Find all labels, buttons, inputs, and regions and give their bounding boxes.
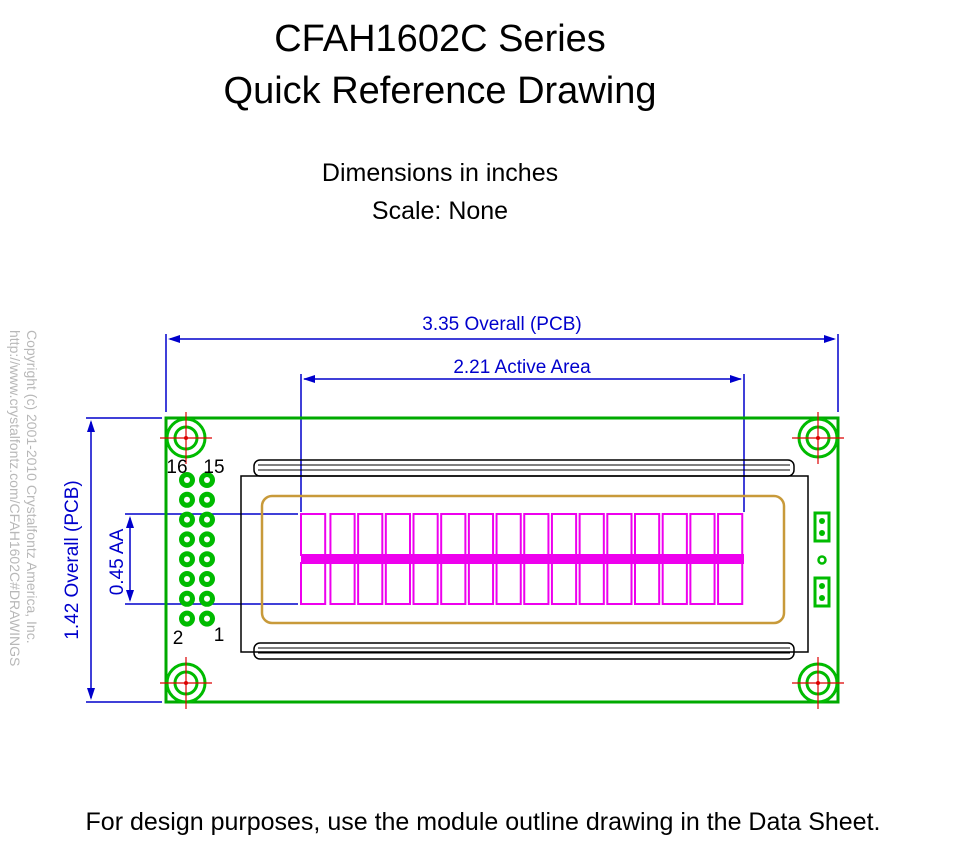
active-area-label: 2.21 Active Area	[453, 357, 591, 378]
character-cell	[300, 513, 327, 556]
pin-hole	[184, 536, 190, 543]
pcb-outline	[164, 416, 840, 704]
backlight-pad	[813, 511, 831, 543]
character-cell	[606, 562, 633, 605]
scale-note: Scale: None	[371, 197, 509, 225]
character-cell	[523, 562, 550, 605]
arrowhead	[303, 375, 315, 383]
pin-label-15: 15	[203, 457, 224, 478]
character-cell	[717, 562, 744, 605]
mounting-hole-icon	[792, 657, 844, 709]
character-cell	[689, 513, 716, 556]
overall-width-label: 3.35 Overall (PCB)	[422, 314, 581, 335]
mounting-hole-icon	[792, 412, 844, 464]
arrowhead	[126, 516, 134, 528]
pad-hole	[819, 518, 825, 524]
mounting-hole-icon	[160, 412, 212, 464]
arrowhead	[87, 420, 95, 432]
footer-note: For design purposes, use the module outl…	[85, 808, 881, 836]
character-cell	[357, 513, 384, 556]
lcd-bezel	[240, 459, 809, 660]
pin-header	[179, 472, 215, 627]
pin-hole	[184, 556, 190, 563]
pad-hole	[819, 530, 825, 536]
pin-hole	[204, 477, 210, 483]
pin-hole	[184, 516, 190, 523]
character-cell	[634, 513, 661, 556]
overall-height-label: 1.42 Overall (PCB)	[62, 480, 83, 639]
character-cell	[384, 562, 411, 605]
character-cell	[661, 562, 688, 605]
character-cell	[495, 513, 522, 556]
character-cell	[717, 513, 744, 556]
top-rail	[253, 459, 795, 477]
character-cell	[357, 562, 384, 605]
arrowhead	[824, 335, 836, 343]
pin-hole	[184, 595, 190, 602]
backlight-pads	[813, 511, 831, 608]
hole-center	[816, 681, 820, 685]
character-cell	[689, 562, 716, 605]
pin-label-2: 2	[173, 628, 184, 649]
dimension-lines	[86, 334, 839, 703]
character-cell	[412, 562, 439, 605]
character-cell	[329, 513, 356, 556]
copyright-line: Copyright (c) 2001-2010 Crystalfontz Ame…	[24, 330, 40, 644]
hole-center	[184, 436, 188, 440]
aa-height-label: 0.45 AA	[107, 528, 128, 595]
pin-hole	[184, 615, 190, 622]
character-cell	[550, 513, 578, 556]
pad-hole	[819, 595, 825, 601]
character-cell	[550, 562, 578, 605]
character-cell	[329, 562, 356, 605]
title-line-2: Quick Reference Drawing	[223, 70, 657, 112]
pin-hole	[204, 615, 210, 622]
pin-hole	[204, 595, 210, 602]
character-cell	[467, 562, 495, 605]
dimensions-note: Dimensions in inches	[321, 159, 559, 187]
pin-hole	[204, 556, 210, 563]
character-cell	[300, 562, 327, 605]
character-cell	[661, 513, 688, 556]
via	[817, 555, 827, 565]
viewing-area	[260, 494, 786, 625]
pad-hole	[819, 583, 825, 589]
mounting-holes	[160, 412, 844, 709]
character-cell	[523, 513, 550, 556]
pin-hole	[184, 496, 190, 503]
arrowhead	[730, 375, 742, 383]
character-cell	[412, 513, 439, 556]
arrowhead	[87, 688, 95, 700]
pin-hole	[184, 576, 190, 582]
pin-hole	[204, 536, 210, 543]
character-cell	[467, 513, 495, 556]
character-cell	[495, 562, 522, 605]
hole-center	[184, 681, 188, 685]
character-cell	[440, 562, 467, 605]
backlight-pad	[813, 576, 831, 608]
row-separator	[301, 554, 744, 564]
mounting-hole-icon	[160, 657, 212, 709]
bottom-rail	[253, 642, 795, 660]
copyright-watermark: Copyright (c) 2001-2010 Crystalfontz Ame…	[6, 330, 40, 730]
character-cell	[606, 513, 633, 556]
character-cell	[634, 562, 661, 605]
arrowhead	[126, 590, 134, 602]
pin-hole	[204, 576, 210, 582]
character-cell	[384, 513, 411, 556]
character-cell	[440, 513, 467, 556]
character-grid	[300, 513, 744, 605]
hole-center	[816, 436, 820, 440]
pin-hole	[184, 477, 190, 483]
pin-label-1: 1	[214, 625, 225, 646]
character-cell	[578, 513, 605, 556]
arrowhead	[168, 335, 180, 343]
pin-hole	[204, 516, 210, 523]
pin-hole	[204, 496, 210, 503]
title-line-1: CFAH1602C Series	[274, 18, 606, 60]
character-cell	[578, 562, 605, 605]
copyright-url: http://www.crystalfontz.com/CFAH1602C#DR…	[7, 330, 23, 667]
pin-label-16: 16	[166, 457, 187, 478]
